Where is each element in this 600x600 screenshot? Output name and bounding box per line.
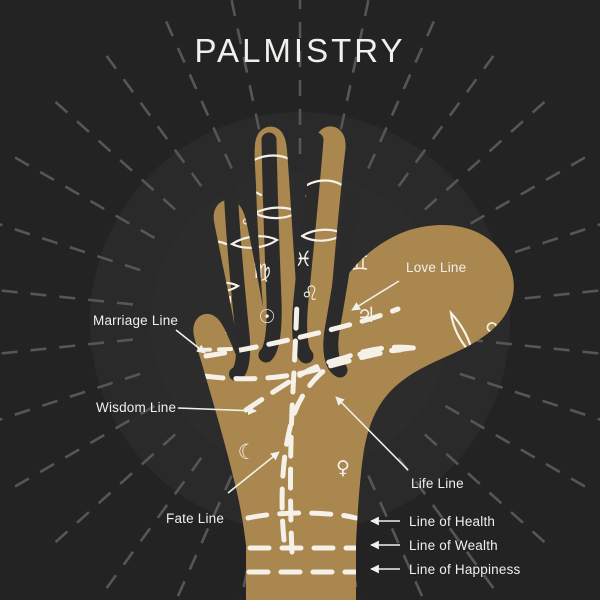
line-of-health[interactable]: [245, 510, 359, 521]
arrow-wisdom-line: [177, 406, 257, 416]
moon-symbol: ☾: [238, 440, 257, 464]
sun-symbol: ☉: [258, 306, 275, 328]
crease-ring-lower: [229, 235, 280, 249]
label-marriage-line: Marriage Line: [93, 313, 179, 328]
label-line-of-wealth: Line of Wealth: [409, 538, 498, 553]
wisdom-line[interactable]: [201, 345, 415, 382]
label-wisdom-line: Wisdom Line: [96, 400, 177, 415]
life-line[interactable]: [279, 344, 417, 543]
arrow-marriage-line: [175, 329, 206, 354]
arrow-life-line: [335, 396, 409, 471]
label-line-of-happiness: Line of Happiness: [409, 562, 521, 577]
leo-mount-symbol: ♌: [301, 281, 319, 305]
annotation-arrows: [175, 280, 409, 574]
label-life-line: Life Line: [411, 476, 464, 491]
arrow-fate-line: [227, 451, 280, 494]
arrow-love-line: [351, 280, 400, 311]
crease-index-upper: [305, 179, 344, 187]
venus-palm-symbol: ♀: [336, 457, 350, 479]
label-love-line: Love Line: [406, 260, 467, 275]
hand-graphic: ♎ ♏ ♐ ♋ ♌ ♍ ♑ ♒ ♓ ♈ ♉ ♊ ☿: [193, 126, 514, 600]
label-line-of-health: Line of Health: [409, 514, 496, 529]
jupiter-symbol: ♃: [357, 303, 376, 327]
label-fate-line: Fate Line: [166, 511, 225, 526]
